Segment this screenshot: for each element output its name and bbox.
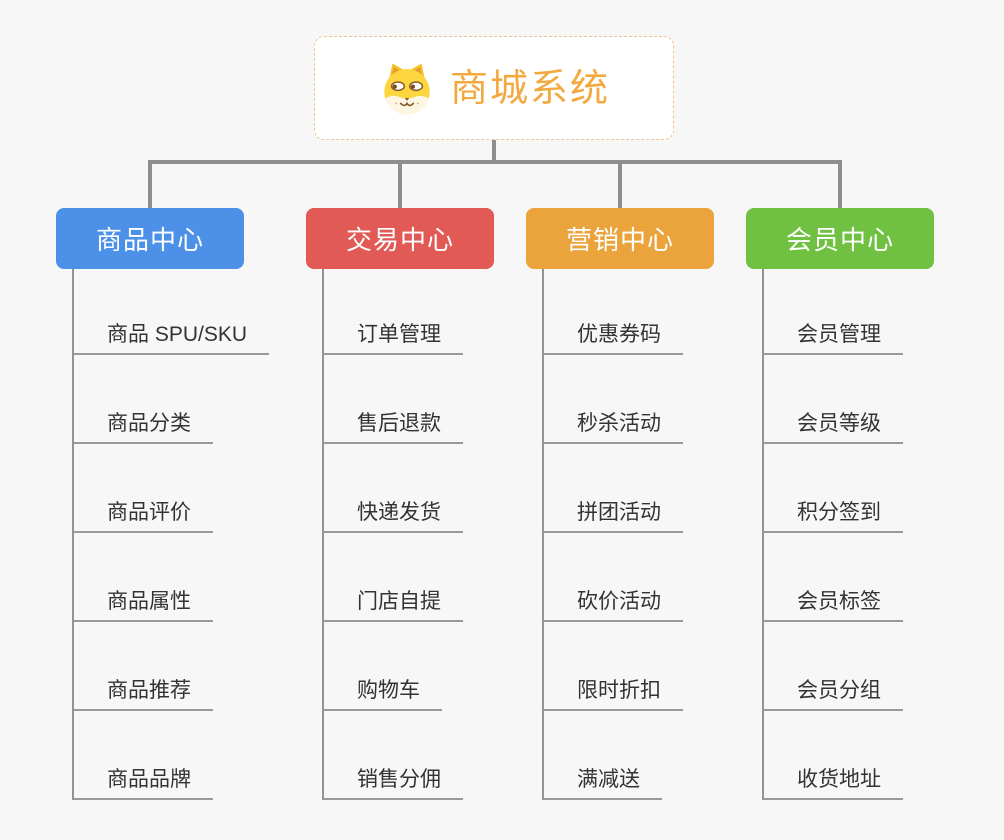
child-node[interactable]: 商品推荐 [73,678,213,711]
root-stem-connector [492,138,496,164]
branch-label: 会员中心 [785,225,894,255]
branch-trunk-line [542,269,544,800]
dog-icon [384,63,430,115]
branch-member-center: 会员中心 会员管理 会员等级 积分签到 会员标签 会员分组 收货地址 [746,0,934,840]
branch-label: 交易中心 [345,225,454,255]
branch-connector [838,160,842,212]
child-node[interactable]: 售后退款 [323,411,463,444]
branch-trunk-line [762,269,764,800]
branch-connector [618,160,622,212]
child-node[interactable]: 优惠券码 [543,322,683,355]
child-node[interactable]: 收货地址 [763,767,903,800]
child-node[interactable]: 拼团活动 [543,500,683,533]
child-node[interactable]: 限时折扣 [543,678,683,711]
root-label: 商城系统 [449,68,610,110]
child-node[interactable]: 会员等级 [763,411,903,444]
branch-trunk-line [322,269,324,800]
child-node[interactable]: 商品品牌 [73,767,213,800]
horizontal-connector [148,160,842,164]
branch-marketing-center: 营销中心 优惠券码 秒杀活动 拼团活动 砍价活动 限时折扣 满减送 [526,0,714,840]
child-node[interactable]: 商品评价 [73,500,213,533]
branch-trunk-line [72,269,74,800]
child-node[interactable]: 会员标签 [763,589,903,622]
child-node[interactable]: 快递发货 [323,500,463,533]
child-node[interactable]: 购物车 [323,678,442,711]
branch-label: 营销中心 [565,225,674,255]
branch-label: 商品中心 [95,225,204,255]
branch-node[interactable]: 商品中心 [56,208,244,269]
branch-connector [398,160,402,212]
child-node[interactable]: 满减送 [543,767,662,800]
child-node[interactable]: 砍价活动 [543,589,683,622]
child-node[interactable]: 积分签到 [763,500,903,533]
branch-trade-center: 交易中心 订单管理 售后退款 快递发货 门店自提 购物车 销售分佣 [306,0,494,840]
root-node-mall-system[interactable]: 商城系统 [314,36,674,140]
child-node[interactable]: 秒杀活动 [543,411,683,444]
branch-connector [148,160,152,212]
branch-node[interactable]: 交易中心 [306,208,494,269]
child-node[interactable]: 会员分组 [763,678,903,711]
child-node[interactable]: 商品分类 [73,411,213,444]
branch-product-center: 商品中心 商品 SPU/SKU 商品分类 商品评价 商品属性 商品推荐 商品品牌 [56,0,270,840]
child-node[interactable]: 商品属性 [73,589,213,622]
branch-node[interactable]: 营销中心 [526,208,714,269]
child-node[interactable]: 商品 SPU/SKU [73,322,270,355]
child-node[interactable]: 会员管理 [763,322,903,355]
branch-node[interactable]: 会员中心 [746,208,934,269]
child-node[interactable]: 订单管理 [323,322,463,355]
child-node[interactable]: 销售分佣 [323,767,463,800]
child-node[interactable]: 门店自提 [323,589,463,622]
